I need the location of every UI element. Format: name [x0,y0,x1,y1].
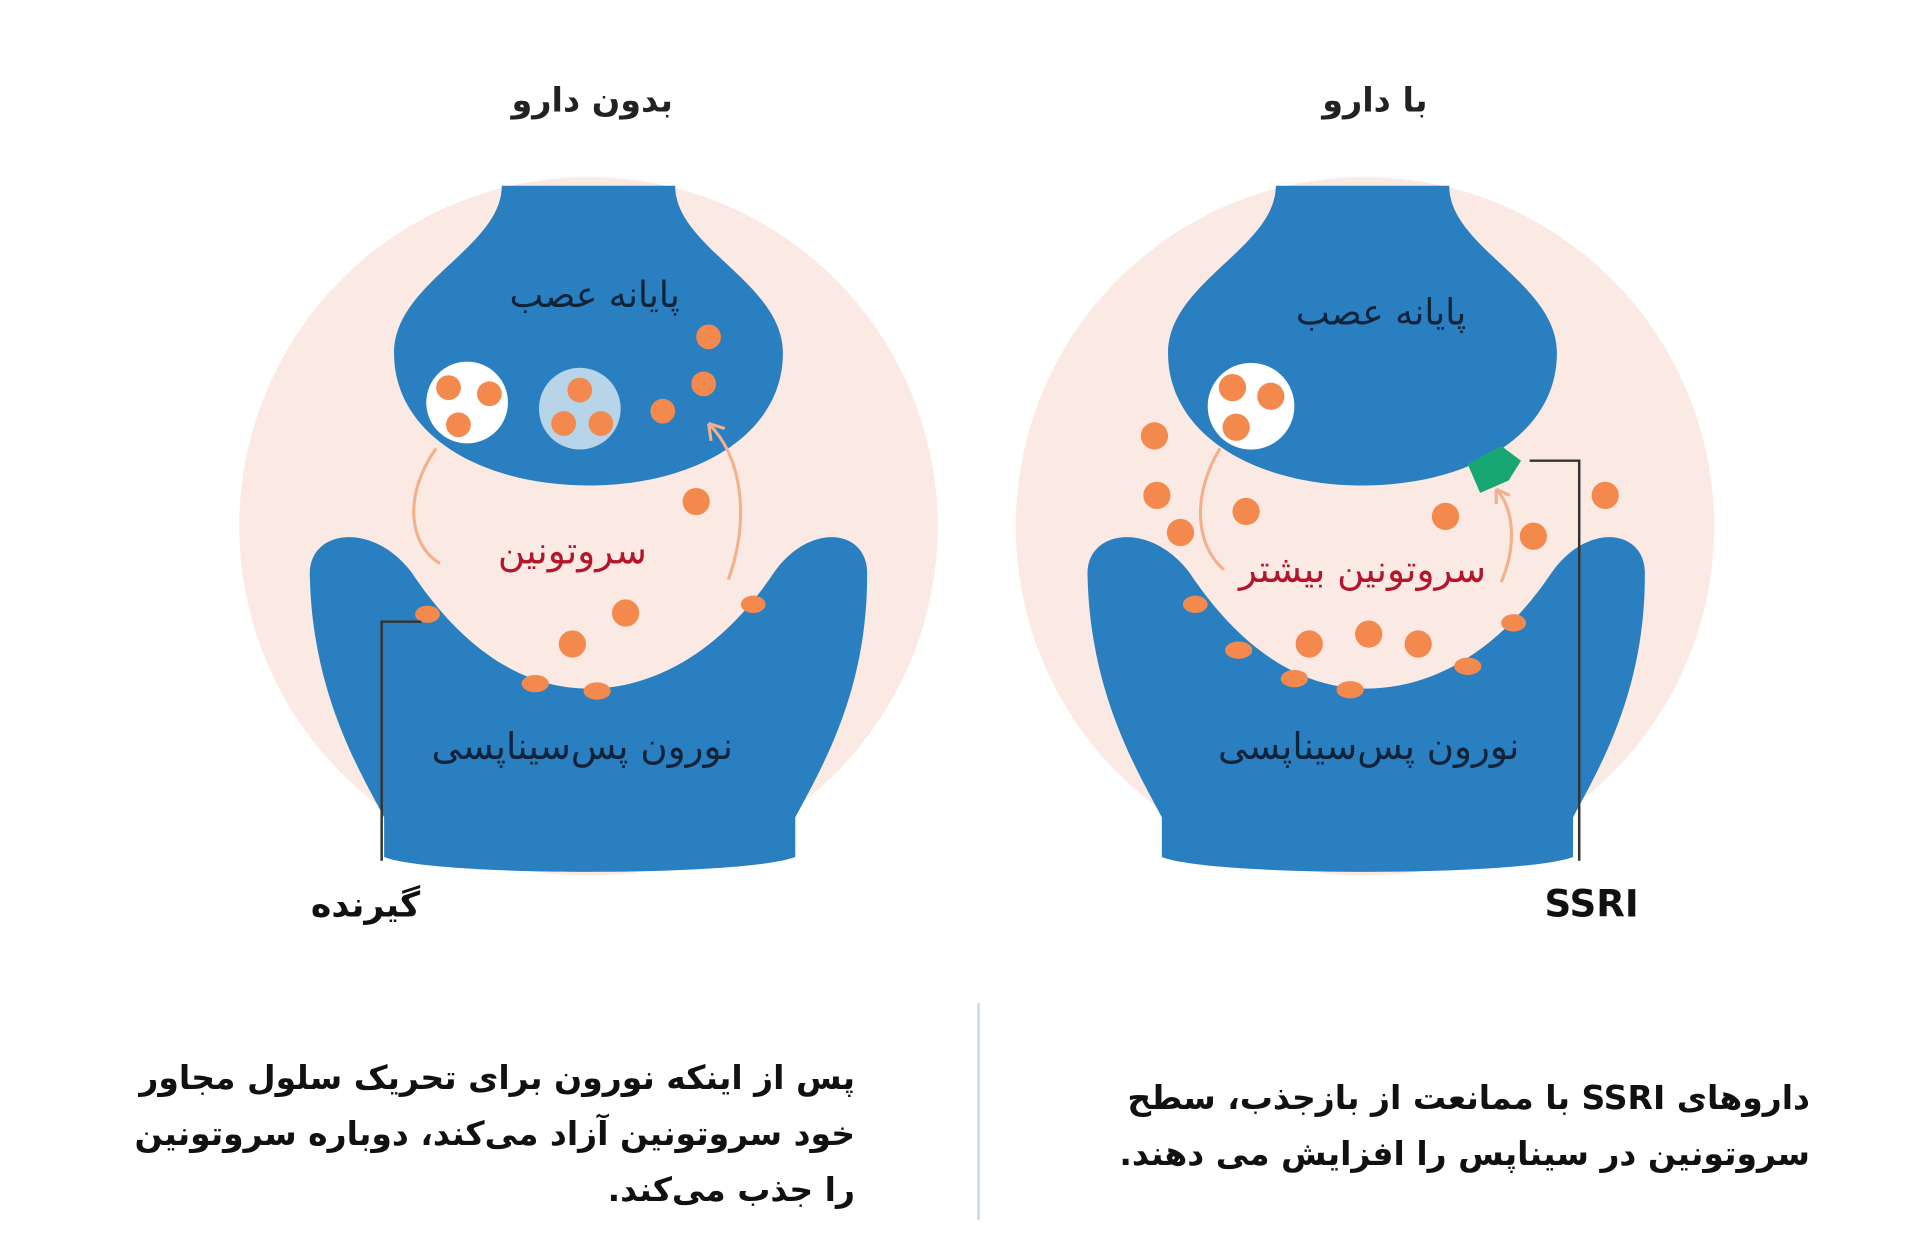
serotonin-dot [1140,422,1169,450]
caption-line: خود سروتونین آزاد می‌کند، دوباره سروتونی… [134,1114,855,1153]
serotonin-dot [1431,502,1460,531]
receptor-label: گیرنده [311,884,421,925]
serotonin-dot [1222,413,1250,441]
serotonin-dot [436,375,461,401]
receptor-leader-line [380,620,422,861]
reuptake-arrow [707,422,743,581]
postsynaptic-neuron [309,537,868,872]
caption-line: پس از اینکه نورون برای تحریک سلول مجاور [139,1058,855,1097]
serotonin-dot [1591,481,1619,509]
serotonin-dot [446,412,471,438]
vesicle [1207,362,1295,450]
serotonin-dot [650,398,676,424]
receptors [415,595,766,700]
serotonin-dot [551,411,577,436]
postsynaptic-label: نورون پس‌سیناپسی [432,725,733,768]
serotonin-dot [588,411,614,436]
postsynaptic-label: نورون پس‌سیناپسی [1218,725,1519,768]
postsynaptic-neuron [1087,537,1645,872]
left-caption: پس از اینکه نورون برای تحریک سلول مجاور … [135,1050,855,1218]
release-arrow [1199,447,1225,571]
serotonin-dot [1143,481,1171,509]
serotonin-label: سروتونین [498,529,647,572]
caption-line: را جذب می‌کند. [607,1170,855,1209]
right-title: با دارو [1320,80,1427,120]
caption-line: سروتونین در سیناپس را افزایش می دهند. [1119,1134,1810,1173]
serotonin-dot [612,599,640,627]
serotonin-dot [1232,497,1260,526]
serotonin-dot [696,324,721,350]
serotonin-label: سروتونین بیشتر [1237,548,1486,591]
blocked-reuptake-arrow [1494,487,1513,583]
serotonin-dot [567,377,593,403]
ssri-blocker [1467,445,1522,493]
serotonin-dot [1404,630,1432,658]
serotonin-dot [1257,382,1285,410]
serotonin-dot [682,487,710,516]
serotonin-dot [1218,374,1247,402]
serotonin-dot [1295,630,1323,658]
serotonin-dot [558,630,586,658]
serotonin-dot [691,371,717,397]
serotonin-dot [1519,522,1548,550]
receptors [1182,595,1526,699]
serotonin-dot [477,381,502,407]
right-caption: داروهای SSRI با ممانعت از بازجذب، سطح سر… [1119,1070,1810,1182]
terminal-label: پایانه عصب [1296,292,1466,333]
right-synapse: با دارو پایانه عصب سروتونین بیشتر نو [1015,80,1715,925]
serotonin-dot [1166,518,1195,547]
serotonin-dot [1355,620,1383,648]
ssri-leader-line [1529,459,1581,861]
left-title: بدون دارو [509,80,672,120]
terminal-label: پایانه عصب [509,275,679,316]
caption-line: داروهای SSRI با ممانعت از بازجذب، سطح [1127,1078,1810,1117]
left-synapse: بدون دارو پایانه عصب سروتونین نورون پس‌س… [239,80,938,925]
release-arrow [412,447,441,565]
ssri-label: SSRI [1544,882,1638,925]
